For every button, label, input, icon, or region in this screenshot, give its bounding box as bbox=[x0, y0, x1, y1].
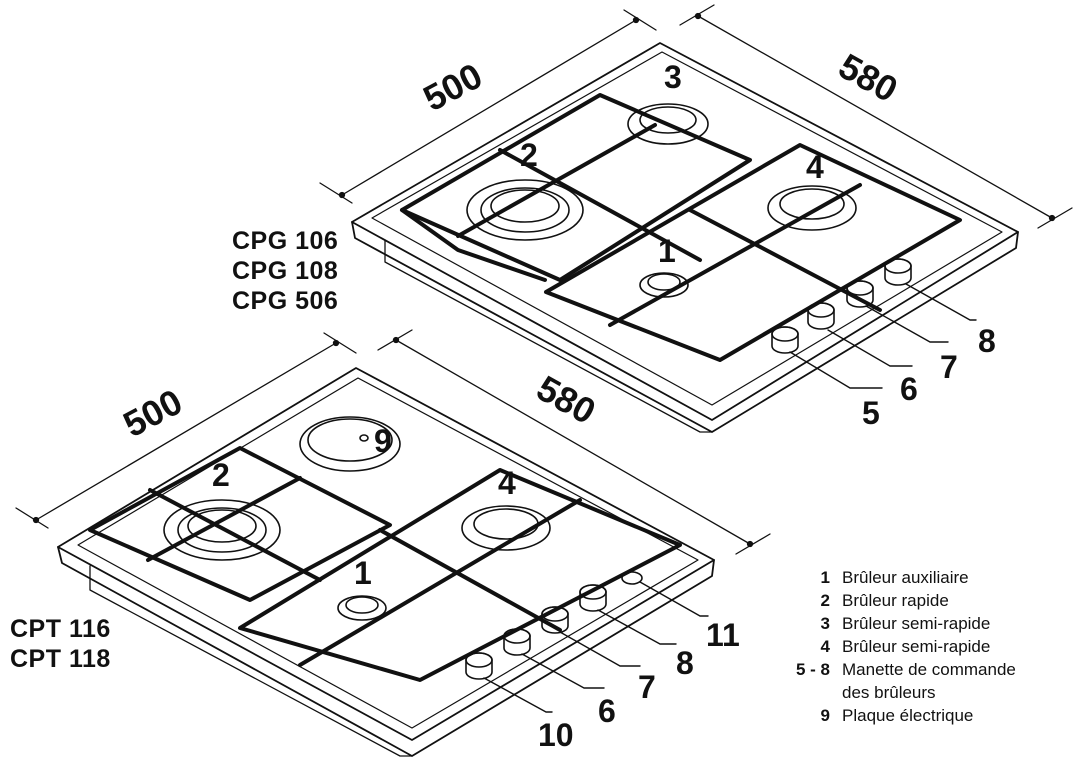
legend-number: 3 bbox=[820, 614, 830, 633]
legend-number: 1 bbox=[820, 568, 830, 587]
bottom-burner-label-9: 9 bbox=[374, 423, 392, 459]
bottom-burner-label-2: 2 bbox=[212, 457, 230, 493]
legend-text: Brûleur rapide bbox=[842, 591, 949, 610]
legend-row: 1 Brûleur auxiliaire bbox=[790, 566, 1073, 589]
top-burners bbox=[466, 103, 857, 298]
top-depth-label: 580 bbox=[832, 45, 904, 110]
top-burner-label-4: 4 bbox=[806, 149, 824, 185]
top-leader-lines bbox=[789, 283, 977, 389]
legend-text: Brûleur auxiliaire bbox=[842, 568, 969, 587]
top-knob-label-7: 7 bbox=[940, 349, 958, 385]
bottom-burners bbox=[163, 416, 551, 621]
bottom-leader-lines bbox=[483, 581, 709, 713]
legend-text: Plaque électrique bbox=[842, 706, 974, 725]
legend: 1 Brûleur auxiliaire 2 Brûleur rapide 3 … bbox=[790, 566, 1073, 727]
top-knob-label-6: 6 bbox=[900, 371, 918, 407]
legend-text: Brûleur semi-rapide bbox=[842, 637, 991, 656]
bottom-hob bbox=[15, 329, 771, 757]
legend-row: 2 Brûleur rapide bbox=[790, 589, 1073, 612]
top-model-3: CPG 506 bbox=[232, 287, 339, 315]
legend-text: Manette de commande bbox=[842, 660, 1016, 679]
legend-row: 4 Brûleur semi-rapide bbox=[790, 635, 1073, 658]
top-burner-label-1: 1 bbox=[658, 233, 676, 269]
bottom-model-2: CPT 118 bbox=[10, 645, 111, 673]
bottom-knob-label-7: 7 bbox=[638, 669, 656, 705]
bottom-depth-label: 580 bbox=[530, 367, 602, 432]
bottom-dimension-lines bbox=[15, 329, 771, 555]
bottom-burner-label-4: 4 bbox=[498, 465, 516, 501]
legend-row: 3 Brûleur semi-rapide bbox=[790, 612, 1073, 635]
top-knobs bbox=[771, 258, 912, 354]
legend-number: 2 bbox=[820, 591, 830, 610]
top-hob bbox=[319, 4, 1073, 433]
legend-number: 9 bbox=[820, 706, 830, 725]
bottom-hob-body bbox=[57, 367, 715, 757]
bottom-knob-label-8: 8 bbox=[676, 645, 694, 681]
bottom-grates bbox=[88, 446, 682, 682]
top-model-2: CPG 108 bbox=[232, 257, 339, 285]
bottom-knobs bbox=[465, 571, 643, 680]
bottom-model-1: CPT 116 bbox=[10, 615, 111, 643]
legend-number: 5 - 8 bbox=[795, 660, 830, 679]
top-model-1: CPG 106 bbox=[232, 227, 339, 255]
legend-number: 4 bbox=[820, 637, 830, 656]
bottom-burner-label-1: 1 bbox=[354, 555, 372, 591]
top-grates bbox=[400, 93, 962, 362]
legend-row: 9 Plaque électrique bbox=[790, 704, 1073, 727]
top-hob-body bbox=[351, 42, 1019, 433]
bottom-knob-label-6: 6 bbox=[598, 693, 616, 729]
top-width-label: 500 bbox=[417, 55, 489, 119]
legend-number bbox=[790, 681, 842, 704]
top-burner-label-3: 3 bbox=[664, 59, 682, 95]
top-model-list: CPG 106 CPG 108 CPG 506 bbox=[232, 226, 338, 316]
legend-row: 5 - 8 Manette de commande bbox=[790, 658, 1073, 681]
top-burner-label-2: 2 bbox=[520, 137, 538, 173]
top-knob-label-8: 8 bbox=[978, 323, 996, 359]
legend-text: des brûleurs bbox=[842, 683, 936, 702]
bottom-width-label: 500 bbox=[117, 381, 189, 445]
top-knob-label-5: 5 bbox=[862, 395, 880, 431]
legend-text: Brûleur semi-rapide bbox=[842, 614, 991, 633]
top-dimension-lines bbox=[319, 4, 1073, 229]
bottom-model-list: CPT 116 CPT 118 bbox=[10, 614, 111, 674]
bottom-knob-label-10: 10 bbox=[538, 717, 574, 753]
legend-row: des brûleurs bbox=[790, 681, 1073, 704]
bottom-knob-label-11: 11 bbox=[706, 617, 740, 653]
